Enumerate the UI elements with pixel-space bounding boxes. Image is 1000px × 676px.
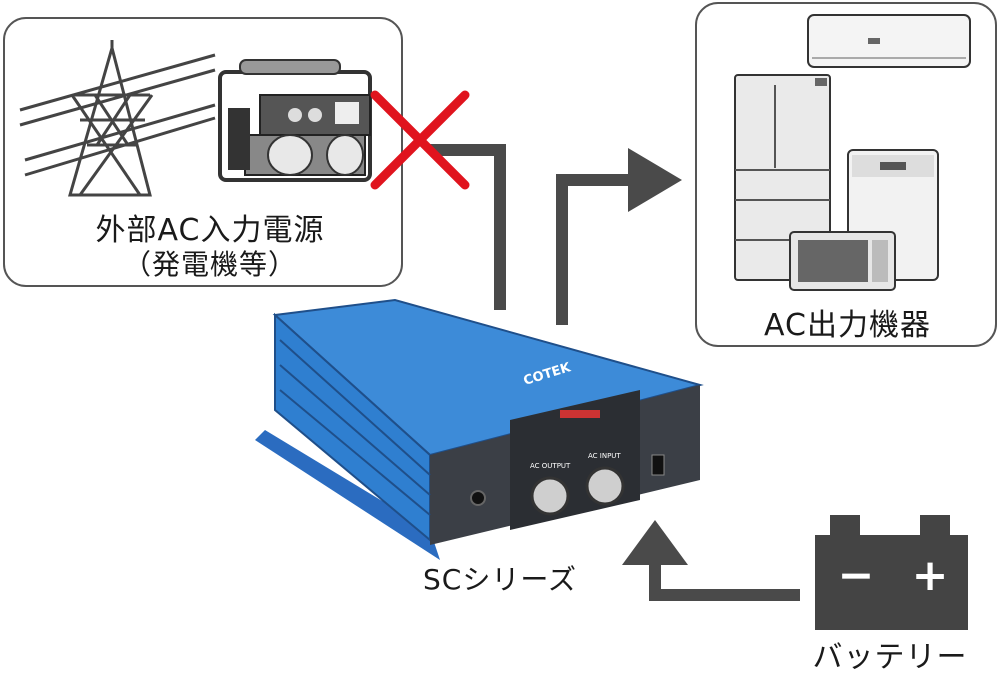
source-sublabel: （発電機等） — [122, 248, 297, 281]
input-connector-line — [430, 144, 506, 310]
battery-minus: − — [838, 550, 875, 601]
battery-label: バッテリー — [812, 640, 968, 675]
generator-icon — [218, 59, 372, 182]
battery-plus: + — [912, 550, 949, 601]
source-label: 外部AC入力電源 — [95, 213, 325, 248]
output-arrow-icon — [556, 148, 682, 325]
power-tower-icon — [19, 40, 216, 197]
inverter-label: SCシリーズ — [423, 563, 577, 596]
inverter-unit: COTEK AC OUTPUT AC INPUT — [255, 298, 704, 560]
inverter-port-input: AC INPUT — [588, 452, 621, 460]
cross-icon — [370, 90, 470, 190]
microwave-icon — [789, 231, 896, 291]
battery-icon: − + — [815, 515, 968, 630]
air-conditioner-icon — [807, 14, 971, 68]
refrigerator-icon — [734, 74, 831, 281]
inverter-port-output: AC OUTPUT — [530, 462, 571, 470]
output-label: AC出力機器 — [764, 308, 931, 343]
battery-arrow-icon — [622, 520, 800, 601]
